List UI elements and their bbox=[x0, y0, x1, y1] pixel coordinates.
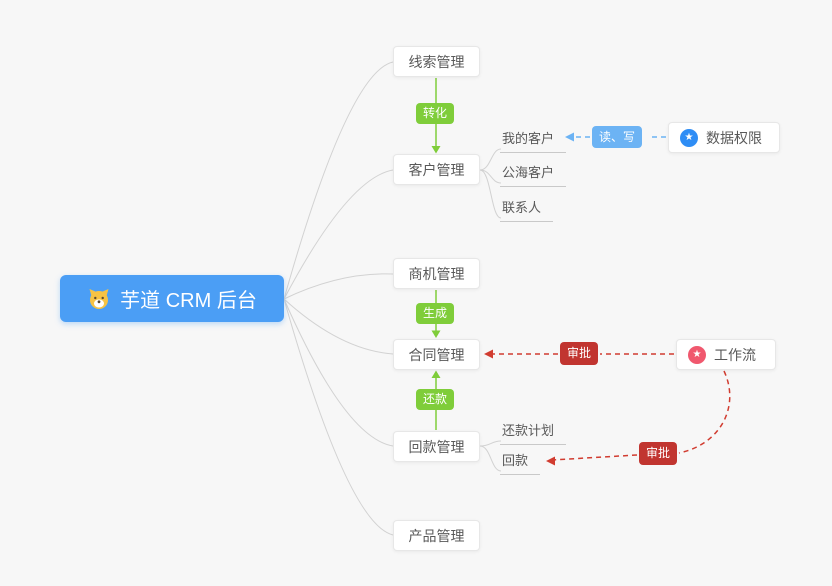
edge-label-repay: 还款 bbox=[416, 389, 455, 410]
node-contracts: 合同管理 bbox=[393, 339, 480, 370]
node-label: 线索管理 bbox=[408, 53, 465, 70]
node-label: 客户管理 bbox=[408, 161, 465, 178]
red-dashed-lines bbox=[489, 353, 731, 461]
node-opportunities: 商机管理 bbox=[393, 258, 480, 289]
node-label: 工作流 bbox=[714, 346, 756, 363]
leaf-receivable: 回款 bbox=[500, 450, 541, 475]
node-receivables: 回款管理 bbox=[393, 431, 480, 462]
node-leads: 线索管理 bbox=[393, 46, 480, 77]
leaf-public-pool-customers: 公海客户 bbox=[500, 162, 567, 187]
edge-label-approve-contract: 审批 bbox=[560, 342, 599, 365]
leaf-my-customers: 我的客户 bbox=[500, 128, 567, 153]
node-customers: 客户管理 bbox=[393, 154, 480, 185]
dog-mascot-icon bbox=[87, 287, 111, 311]
leaf-label: 联系人 bbox=[502, 200, 542, 215]
green-arrowheads bbox=[431, 146, 441, 378]
red-arrowheads bbox=[484, 349, 555, 466]
edge-label-read-write: 读、写 bbox=[592, 126, 643, 148]
leaf-label: 公海客户 bbox=[502, 165, 555, 180]
leaf-label: 我的客户 bbox=[502, 131, 555, 146]
node-workflow: ★ 工作流 bbox=[676, 339, 776, 370]
star-icon: ★ bbox=[680, 128, 698, 147]
node-label: 商机管理 bbox=[408, 265, 465, 282]
leaf-repayment-plan: 还款计划 bbox=[500, 420, 567, 445]
leaf-contacts: 联系人 bbox=[500, 197, 554, 222]
node-products: 产品管理 bbox=[393, 520, 480, 551]
leaf-label: 回款 bbox=[502, 453, 529, 468]
edge-label-convert: 转化 bbox=[416, 103, 455, 124]
root-node-crm: 芋道 CRM 后台 bbox=[60, 275, 284, 322]
edge-label-approve-receivable: 审批 bbox=[639, 442, 678, 465]
leaf-label: 还款计划 bbox=[502, 423, 555, 438]
gray-branch-curves bbox=[283, 61, 502, 536]
node-label: 数据权限 bbox=[706, 129, 762, 146]
blue-arrowhead bbox=[565, 132, 574, 142]
node-label: 回款管理 bbox=[408, 438, 465, 455]
node-data-permission: ★ 数据权限 bbox=[668, 122, 780, 153]
node-label: 合同管理 bbox=[408, 346, 465, 363]
edge-label-generate: 生成 bbox=[416, 303, 455, 324]
root-node-label: 芋道 CRM 后台 bbox=[120, 290, 257, 312]
node-label: 产品管理 bbox=[408, 527, 465, 544]
star-icon: ★ bbox=[688, 345, 706, 364]
